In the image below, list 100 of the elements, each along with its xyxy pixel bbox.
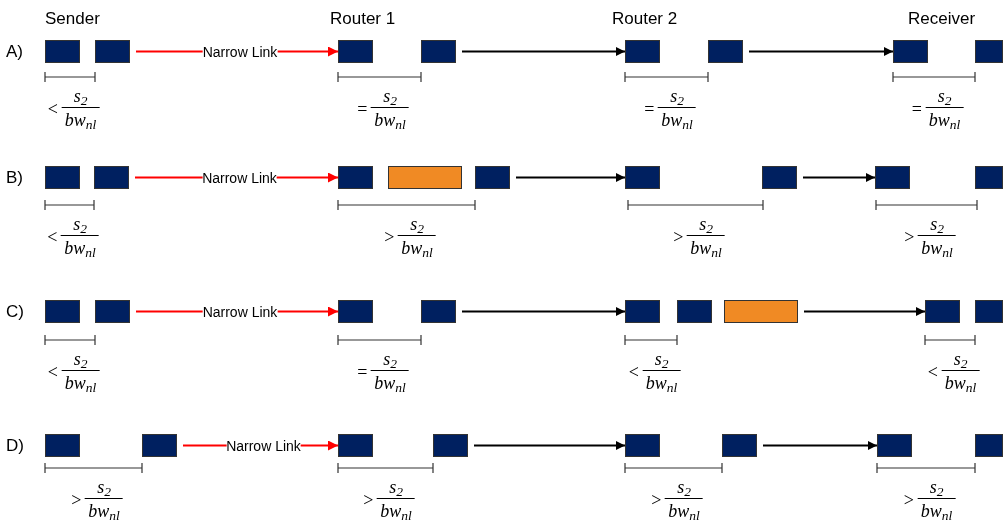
fraction-denominator: bw$_{nl}$ bbox=[373, 372, 407, 392]
fraction-denominator: bw$_{nl}$ bbox=[660, 109, 694, 129]
fraction-numerator: s$_{2}$ bbox=[698, 215, 714, 235]
packet-box bbox=[475, 166, 510, 189]
arrow bbox=[461, 307, 626, 316]
packet-box bbox=[975, 300, 1003, 323]
fraction-denominator: bw$_{nl}$ bbox=[920, 237, 954, 257]
fraction-numerator: s$_{2}$ bbox=[72, 87, 89, 107]
fraction-denominator: bw$_{nl}$ bbox=[63, 237, 97, 257]
packet-box bbox=[893, 40, 928, 63]
packet-box bbox=[708, 40, 743, 63]
fraction-denominator: bw$_{nl}$ bbox=[919, 500, 954, 520]
fraction-numerator: s$_{2}$ bbox=[409, 215, 425, 235]
fraction-denominator: bw$_{nl}$ bbox=[63, 109, 98, 129]
fraction-denominator: bw$_{nl}$ bbox=[373, 109, 407, 129]
packet-box bbox=[94, 166, 129, 189]
packet-box bbox=[762, 166, 797, 189]
fraction-numerator: s$_{2}$ bbox=[676, 478, 692, 498]
fraction-numerator: s$_{2}$ bbox=[96, 478, 112, 498]
packet-box bbox=[625, 300, 660, 323]
packet-box bbox=[45, 40, 80, 63]
packet-box bbox=[338, 300, 373, 323]
relation-sign: < bbox=[927, 363, 938, 381]
fraction-numerator: s$_{2}$ bbox=[388, 478, 404, 498]
arrow bbox=[515, 173, 626, 182]
arrow bbox=[762, 441, 878, 450]
packet-box bbox=[925, 300, 960, 323]
arrow bbox=[461, 47, 626, 56]
fraction-numerator: s$_{2}$ bbox=[669, 87, 685, 107]
relation-sign: < bbox=[47, 228, 58, 246]
relation-sign: > bbox=[363, 491, 374, 509]
relation-sign: > bbox=[673, 228, 684, 246]
packet-box bbox=[975, 166, 1003, 189]
fraction-numerator: s$_{2}$ bbox=[653, 350, 670, 370]
relation-sign: = bbox=[911, 100, 922, 118]
arrow bbox=[748, 47, 894, 56]
packet-box bbox=[95, 300, 130, 323]
fraction-numerator: s$_{2}$ bbox=[936, 87, 953, 107]
fraction-denominator: bw$_{nl}$ bbox=[63, 372, 98, 392]
arrow bbox=[473, 441, 626, 450]
row-label: D) bbox=[6, 437, 24, 454]
packet-box bbox=[45, 166, 80, 189]
relation-sign: > bbox=[904, 228, 915, 246]
row-label: B) bbox=[6, 169, 23, 186]
fraction-numerator: s$_{2}$ bbox=[928, 478, 945, 498]
relation-sign: > bbox=[71, 491, 82, 509]
fraction-denominator: bw$_{nl}$ bbox=[943, 372, 978, 392]
packet-box bbox=[625, 40, 660, 63]
relation-sign: = bbox=[644, 100, 655, 118]
column-heading: Receiver bbox=[908, 8, 976, 30]
packet-box bbox=[975, 434, 1003, 457]
fraction-numerator: s$_{2}$ bbox=[929, 215, 945, 235]
relation-sign: > bbox=[651, 491, 662, 509]
arrow bbox=[803, 307, 926, 316]
packet-box bbox=[421, 300, 456, 323]
relation-sign: = bbox=[357, 100, 368, 118]
fraction-denominator: bw$_{nl}$ bbox=[379, 500, 413, 520]
relation-sign: < bbox=[47, 363, 58, 381]
packet-box bbox=[625, 166, 660, 189]
packet-box bbox=[142, 434, 177, 457]
packet-box bbox=[975, 40, 1003, 63]
fraction-numerator: s$_{2}$ bbox=[382, 350, 398, 370]
fraction-denominator: bw$_{nl}$ bbox=[667, 500, 701, 520]
packet-box bbox=[95, 40, 130, 63]
packet-box bbox=[677, 300, 712, 323]
edge-label: Narrow Link bbox=[202, 170, 277, 185]
fraction-denominator: bw$_{nl}$ bbox=[400, 237, 434, 257]
packet-box bbox=[338, 166, 373, 189]
fraction-numerator: s$_{2}$ bbox=[952, 350, 969, 370]
row-label: C) bbox=[6, 303, 24, 320]
fraction-denominator: bw$_{nl}$ bbox=[87, 500, 121, 520]
packet-box bbox=[45, 300, 80, 323]
cross-traffic-packet bbox=[388, 166, 462, 189]
packet-box bbox=[338, 434, 373, 457]
packet-box bbox=[338, 40, 373, 63]
fraction-numerator: s$_{2}$ bbox=[72, 350, 89, 370]
packet-box bbox=[875, 166, 910, 189]
column-heading: Sender bbox=[45, 8, 100, 30]
cross-traffic-packet bbox=[724, 300, 798, 323]
fraction-denominator: bw$_{nl}$ bbox=[927, 109, 962, 129]
row-label: A) bbox=[6, 43, 23, 60]
packet-box bbox=[877, 434, 912, 457]
packet-box bbox=[421, 40, 456, 63]
column-heading: Router 1 bbox=[330, 8, 396, 30]
packet-box bbox=[625, 434, 660, 457]
fraction-denominator: bw$_{nl}$ bbox=[644, 372, 679, 392]
packet-box bbox=[433, 434, 468, 457]
relation-sign: < bbox=[47, 100, 58, 118]
relation-sign: > bbox=[384, 228, 395, 246]
edge-label: Narrow Link bbox=[226, 438, 301, 453]
edge-label: Narrow Link bbox=[202, 44, 278, 59]
arrow bbox=[802, 173, 876, 182]
edge-label: Narrow Link bbox=[202, 304, 278, 319]
fraction-numerator: s$_{2}$ bbox=[382, 87, 398, 107]
relation-sign: = bbox=[357, 363, 368, 381]
relation-sign: > bbox=[903, 491, 914, 509]
relation-sign: < bbox=[628, 363, 639, 381]
column-heading: Router 2 bbox=[612, 8, 678, 30]
packet-box bbox=[45, 434, 80, 457]
fraction-denominator: bw$_{nl}$ bbox=[689, 237, 723, 257]
